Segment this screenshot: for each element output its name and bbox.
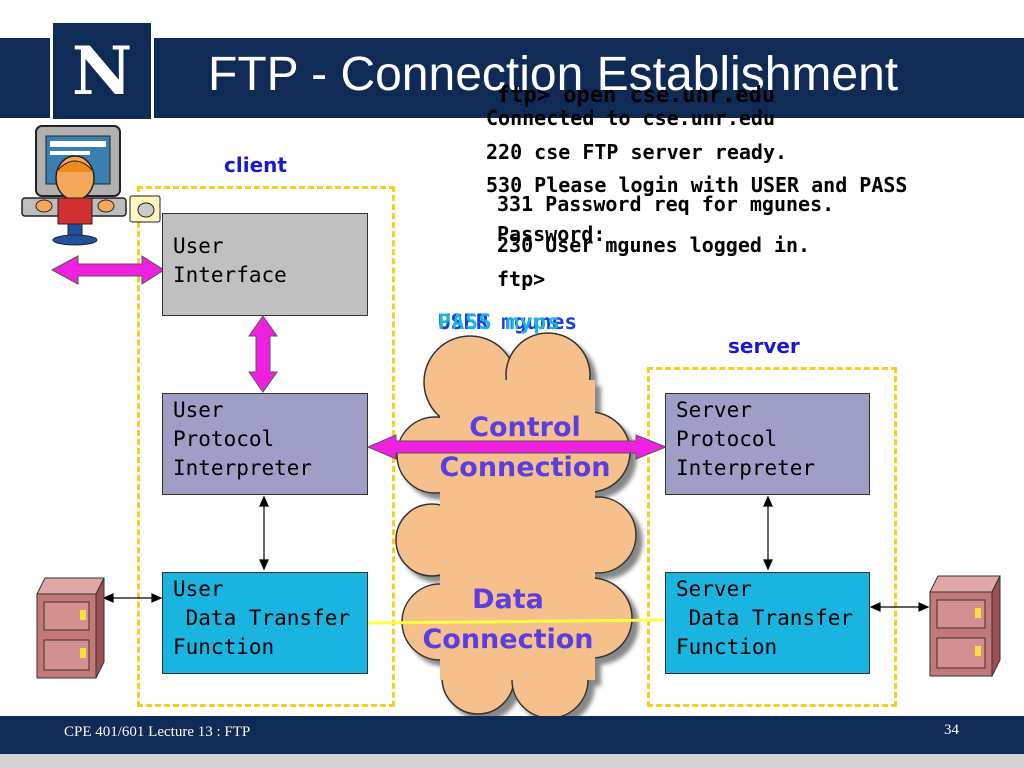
terminal-line-open: ftp> open cse.unr.edu — [497, 83, 776, 108]
thin-arrows — [102, 495, 930, 612]
server-label: server — [728, 334, 800, 358]
terminal-line-331: 331 Password req for mgunes. — [497, 192, 835, 216]
server-region — [647, 367, 897, 707]
terminal-line-220: 220 cse FTP server ready. — [486, 140, 788, 164]
footer-banner — [0, 716, 1024, 754]
title-banner — [0, 38, 1024, 118]
logo-letter: N — [71, 32, 133, 110]
university-logo: N — [50, 20, 154, 122]
user-at-computer-icon — [21, 125, 161, 246]
server-protocol-interpreter-box: Server Protocol Interpreter — [665, 393, 870, 495]
user-command-text: USER mgunes — [438, 310, 578, 334]
data-connection-label: Data Connection — [422, 584, 594, 655]
terminal-line-password: Password: — [497, 222, 606, 246]
page-number: 34 — [944, 722, 959, 738]
terminal-line-530: 530 Please login with USER and PASS — [486, 173, 908, 197]
control-connection-label: Control Connection — [439, 412, 611, 483]
user-ui-arrow — [50, 255, 165, 285]
terminal-line-230: 230 User mgunes logged in. — [497, 233, 811, 257]
user-interface-box: User Interface — [162, 213, 368, 316]
server-data-transfer-box: Server Data Transfer Function — [665, 572, 870, 674]
pass-command-text: PASS myps — [438, 310, 561, 334]
data-connection-line — [367, 618, 665, 625]
file-cabinet-icon — [36, 577, 105, 679]
footer-strip — [0, 754, 1024, 768]
ui-pi-arrow — [248, 315, 278, 393]
user-data-transfer-box: User Data Transfer Function — [162, 572, 368, 674]
user-protocol-interpreter-box: User Protocol Interpreter — [162, 393, 368, 495]
terminal-line-prompt: ftp> — [497, 267, 546, 291]
footer-text: CPE 401/601 Lecture 13 : FTP — [64, 724, 251, 740]
file-cabinet-icon-right — [929, 575, 1001, 677]
client-label: client — [224, 153, 287, 177]
slide-title: FTP - Connection Establishment — [208, 48, 899, 101]
terminal-line-connected: Connected to cse.unr.edu — [486, 106, 775, 130]
